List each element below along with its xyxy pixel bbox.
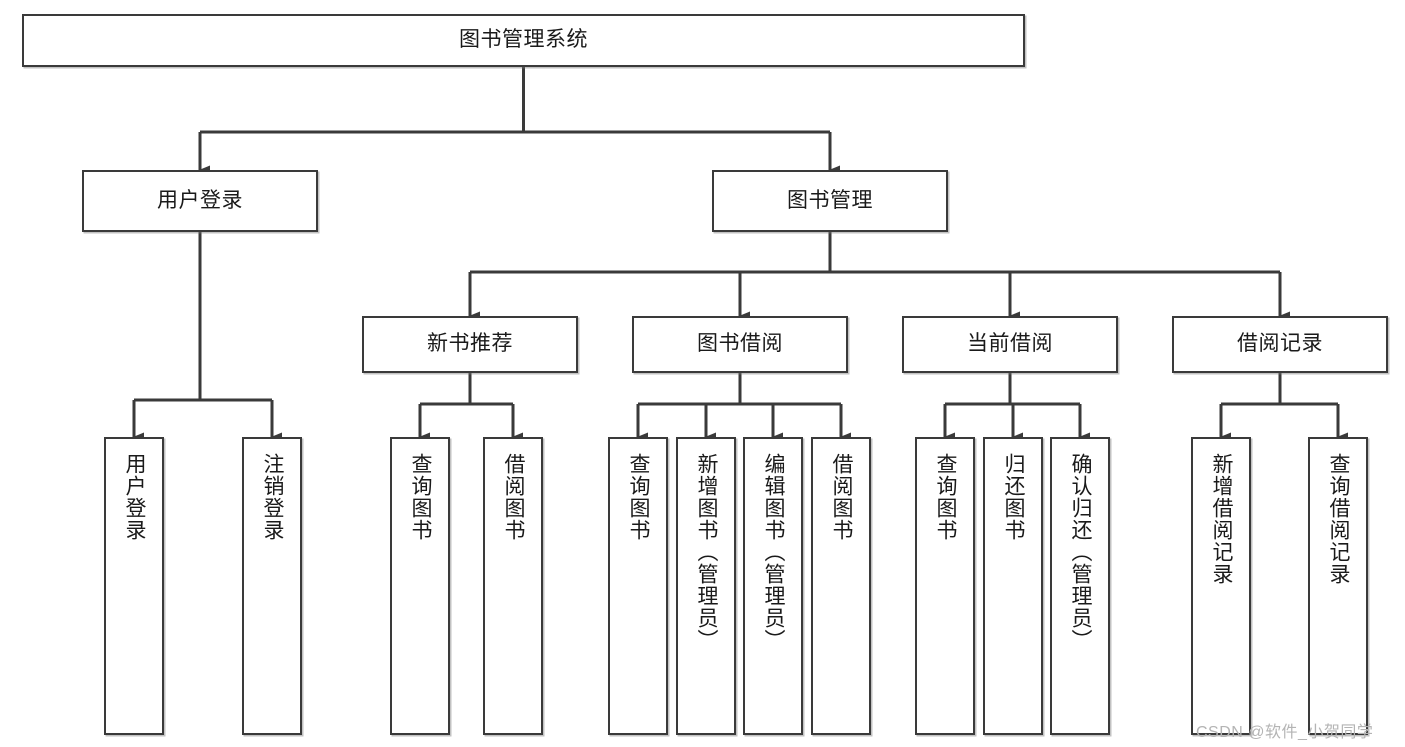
node-label: 编辑图书（管理员） [762,453,786,651]
node-label: 图书借阅 [697,332,783,356]
connector-lines [132,67,1348,442]
node-label: 用户登录 [157,188,243,212]
node-leaf-new-1[interactable]: 查询图书 [390,437,450,735]
node-borrow[interactable]: 图书借阅 [632,316,848,373]
node-label: 新增借阅记录 [1210,453,1234,585]
node-leaf-login-1[interactable]: 用户登录 [104,437,164,735]
node-label: 图书管理系统 [459,28,588,52]
node-label: 注销登录 [261,453,285,541]
node-label: 当前借阅 [967,332,1053,356]
node-records[interactable]: 借阅记录 [1172,316,1388,373]
node-leaf-borrow-2[interactable]: 新增图书（管理员） [676,437,736,735]
node-label: 新书推荐 [427,332,513,356]
node-leaf-login-2[interactable]: 注销登录 [242,437,302,735]
node-label: 新增图书（管理员） [695,453,719,651]
node-leaf-cur-3[interactable]: 确认归还（管理员） [1050,437,1110,735]
node-label: 查询图书 [409,453,433,541]
node-label: 借阅图书 [502,453,526,541]
node-label: 图书管理 [787,188,873,212]
node-label: 查询图书 [934,453,958,541]
node-leaf-rec-1[interactable]: 新增借阅记录 [1191,437,1251,735]
node-leaf-borrow-4[interactable]: 借阅图书 [811,437,871,735]
node-leaf-rec-2[interactable]: 查询借阅记录 [1308,437,1368,735]
node-leaf-cur-1[interactable]: 查询图书 [915,437,975,735]
node-label: 借阅图书 [830,453,854,541]
node-newbook[interactable]: 新书推荐 [362,316,578,373]
node-root[interactable]: 图书管理系统 [22,14,1025,67]
node-label: 确认归还（管理员） [1069,453,1093,651]
node-login[interactable]: 用户登录 [82,170,318,232]
node-bookmgmt[interactable]: 图书管理 [712,170,948,232]
node-label: 用户登录 [123,453,147,541]
node-label: 归还图书 [1002,453,1026,541]
node-leaf-borrow-3[interactable]: 编辑图书（管理员） [743,437,803,735]
node-leaf-new-2[interactable]: 借阅图书 [483,437,543,735]
node-label: 查询借阅记录 [1327,453,1351,585]
node-leaf-borrow-1[interactable]: 查询图书 [608,437,668,735]
node-leaf-cur-2[interactable]: 归还图书 [983,437,1043,735]
node-label: 借阅记录 [1237,332,1323,356]
node-current[interactable]: 当前借阅 [902,316,1118,373]
node-label: 查询图书 [627,453,651,541]
